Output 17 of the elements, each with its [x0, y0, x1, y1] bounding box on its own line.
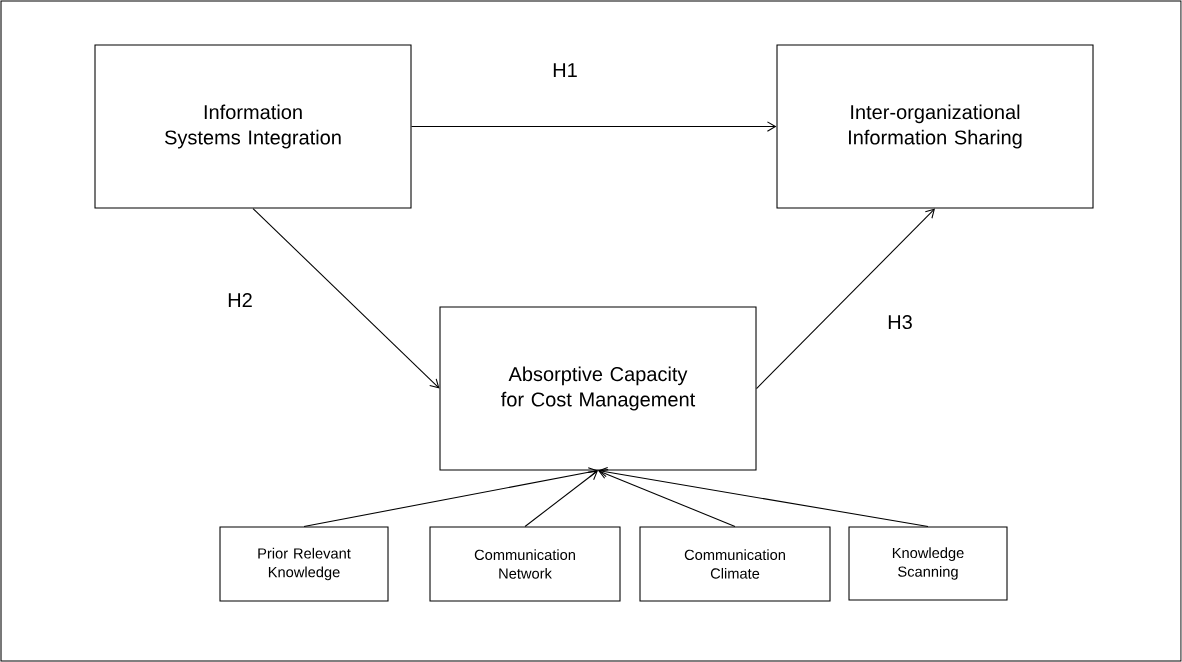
concept-box: Information Systems Integration	[94, 44, 412, 209]
factor-box: Communication Climate	[639, 526, 831, 602]
edge-label: H2	[228, 293, 252, 307]
concept-box: Absorptive Capacity for Cost Management	[439, 306, 757, 471]
arrow	[524, 470, 598, 527]
factor-box: Knowledge Scanning	[848, 526, 1008, 601]
edge-label: H1	[553, 63, 577, 77]
arrow	[756, 208, 935, 390]
arrow	[598, 466, 929, 527]
arrow	[598, 469, 736, 527]
arrow	[411, 121, 777, 132]
factor-box: Prior Relevant Knowledge	[219, 526, 389, 602]
arrow	[303, 467, 598, 527]
concept-box: Inter-organizational Information Sharing	[776, 44, 1094, 209]
arrow	[252, 208, 440, 389]
factor-box: Communication Network	[429, 526, 621, 602]
edge-label: H3	[888, 314, 912, 330]
